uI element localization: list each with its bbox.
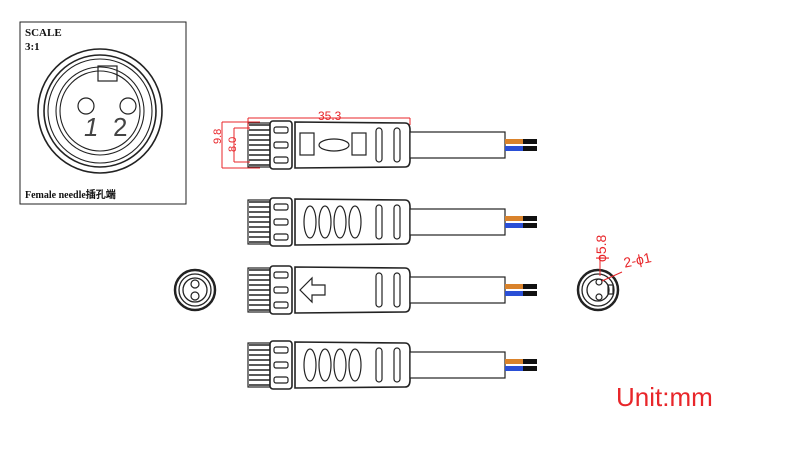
nut-grip — [273, 203, 289, 211]
face-diameter-dimension: ϕ5.8 — [593, 234, 609, 262]
wire-brown — [505, 139, 523, 144]
scale-value: 3:1 — [25, 41, 40, 53]
detail-face-view — [37, 48, 163, 174]
wire-blue — [505, 146, 523, 151]
grip-rib — [393, 127, 401, 163]
face-ring — [47, 58, 153, 164]
wire-tip — [523, 291, 537, 296]
pin-2-label: 2 — [113, 112, 128, 142]
pin — [595, 293, 603, 301]
front-ring — [178, 273, 212, 307]
front-view-right — [576, 268, 620, 312]
nut-grip — [273, 346, 289, 354]
front-ring — [586, 278, 610, 302]
grip-rib — [375, 127, 383, 163]
pin-diameter-leader — [601, 271, 623, 282]
face-ring — [43, 54, 157, 168]
grip-oval — [333, 348, 347, 382]
wire-blue — [505, 366, 523, 371]
grip-oval — [333, 205, 347, 239]
connector-side-view-1 — [247, 120, 537, 170]
cable-jacket — [409, 351, 506, 379]
cable-jacket — [409, 276, 506, 304]
wire-brown — [505, 359, 523, 364]
pin-hole-1 — [77, 97, 95, 115]
wire-tip — [523, 139, 537, 144]
grip-rib — [375, 347, 383, 383]
front-ring — [581, 273, 615, 307]
body-window — [299, 132, 315, 156]
nut-grip — [273, 271, 289, 279]
face-ring — [55, 66, 145, 156]
pin — [595, 278, 603, 286]
grip-oval — [318, 205, 332, 239]
coupling-nut — [269, 120, 293, 170]
grip-oval — [303, 205, 317, 239]
overmold-body — [294, 266, 411, 314]
detail-caption: Female needle插孔端 — [25, 190, 116, 201]
grip-oval — [318, 348, 332, 382]
wire-tip — [523, 216, 537, 221]
grip-rib — [375, 272, 383, 308]
grip-rib — [375, 204, 383, 240]
nut-grip — [273, 376, 289, 384]
nut-grip — [273, 233, 289, 241]
key-slot — [97, 65, 118, 82]
face-ring — [37, 48, 163, 174]
connector-side-view-3 — [247, 265, 537, 315]
nut-grip — [273, 141, 289, 149]
coupling-nut — [269, 197, 293, 247]
wire-tip — [523, 366, 537, 371]
wire-tip — [523, 223, 537, 228]
connector-side-view-2 — [247, 197, 537, 247]
wire-tip — [523, 284, 537, 289]
front-ring — [576, 268, 620, 312]
front-ring — [173, 268, 217, 312]
unit-label: Unit:mm — [616, 382, 713, 412]
cable-jacket — [409, 208, 506, 236]
grip-rib — [393, 347, 401, 383]
overmold-body — [294, 341, 411, 389]
connector-side-view-4 — [247, 340, 537, 390]
wire-brown — [505, 216, 523, 221]
coupling-nut — [269, 340, 293, 390]
body-oval — [318, 138, 350, 152]
pin — [190, 291, 200, 301]
nut-grip — [273, 301, 289, 309]
wire-tip — [523, 146, 537, 151]
body-window — [351, 132, 367, 156]
pin-hole-2 — [119, 97, 137, 115]
length-dimension: 35.3 — [318, 109, 342, 123]
wire-brown — [505, 284, 523, 289]
arrow-icon — [299, 276, 326, 304]
grip-oval — [348, 205, 362, 239]
wire-tip — [523, 359, 537, 364]
front-ring — [182, 277, 208, 303]
detail-frame — [19, 21, 187, 205]
grip-oval — [348, 348, 362, 382]
coupling-nut — [269, 265, 293, 315]
pin-1-label: 1 — [84, 112, 99, 142]
cable-jacket — [409, 131, 506, 159]
nut-grip — [273, 286, 289, 294]
face-ring — [59, 70, 141, 152]
thread-diameter-dimension: 8.0 — [227, 136, 239, 152]
outer-diameter-dimension: 9.8 — [212, 128, 224, 144]
nut-grip — [273, 218, 289, 226]
wire-blue — [505, 291, 523, 296]
overmold-body — [294, 198, 411, 246]
grip-rib — [393, 204, 401, 240]
wire-blue — [505, 223, 523, 228]
nut-grip — [273, 126, 289, 134]
front-view-left — [173, 268, 217, 312]
key — [607, 284, 614, 295]
pin — [190, 279, 200, 289]
grip-rib — [393, 272, 401, 308]
nut-grip — [273, 361, 289, 369]
grip-oval — [303, 348, 317, 382]
scale-label: SCALE — [25, 27, 62, 39]
nut-grip — [273, 156, 289, 164]
